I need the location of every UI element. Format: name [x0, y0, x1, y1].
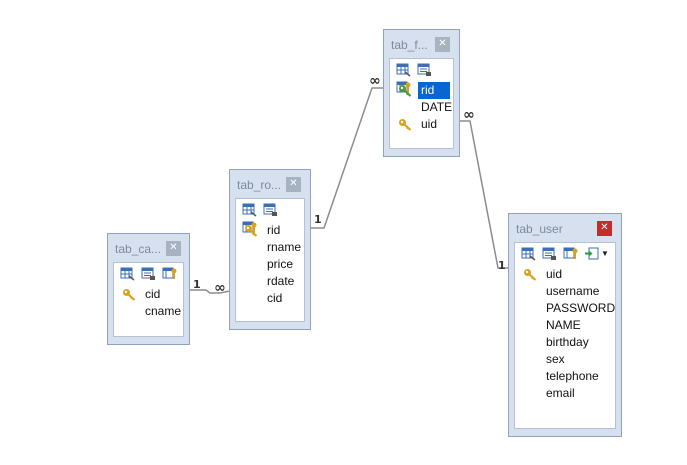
field-name: cid — [267, 291, 283, 305]
cardinality-label: 1 — [314, 213, 322, 226]
table-name: tab_f... — [391, 38, 428, 52]
field-row[interactable]: email — [521, 385, 613, 402]
cardinality-label: ∞ — [369, 73, 381, 89]
field-row[interactable]: telephone — [521, 368, 613, 385]
primary-key-icon — [523, 268, 537, 281]
field-list: rid rname price rdate cid — [242, 222, 302, 307]
field-row[interactable]: uid — [396, 116, 451, 133]
table-card-route[interactable]: tab_ro... ✕ rid rname price rdate cid — [229, 169, 311, 330]
table-toolbar — [242, 202, 304, 233]
field-name: birthday — [546, 335, 589, 349]
field-name: cid — [145, 287, 161, 301]
grid-view-icon[interactable] — [242, 202, 257, 217]
cardinality-label: ∞ — [463, 107, 475, 123]
table-card-category[interactable]: tab_ca... ✕ cid cname — [107, 233, 190, 345]
field-name: telephone — [546, 369, 599, 383]
field-row[interactable]: rid — [242, 222, 302, 239]
field-name: rname — [267, 240, 302, 254]
field-row[interactable]: rdate — [242, 273, 302, 290]
field-row[interactable]: rname — [242, 239, 302, 256]
table-toolbar: ▼ — [521, 246, 609, 262]
dropdown-arrow-icon[interactable]: ▼ — [601, 249, 609, 258]
field-name: sex — [546, 352, 565, 366]
field-name: DATE — [421, 100, 453, 114]
close-icon[interactable]: ✕ — [597, 221, 612, 236]
link-category-route[interactable] — [190, 289, 231, 294]
close-icon[interactable]: ✕ — [286, 177, 301, 192]
table-title-bar[interactable]: tab_f... ✕ — [384, 30, 459, 58]
cardinality-label: ∞ — [214, 280, 226, 296]
primary-key-icon — [398, 118, 412, 131]
grid-view-icon[interactable] — [521, 246, 536, 261]
table-toolbar — [120, 266, 183, 282]
field-list: cid cname — [120, 286, 181, 320]
field-row[interactable]: NAME — [521, 317, 613, 334]
field-name: PASSWORD — [546, 301, 616, 315]
field-list-icon[interactable] — [542, 246, 557, 261]
cardinality-label: 1 — [193, 278, 201, 291]
field-name: username — [546, 284, 600, 298]
field-name: NAME — [546, 318, 581, 332]
close-icon[interactable]: ✕ — [166, 241, 181, 256]
field-name: rid — [418, 82, 451, 99]
field-row[interactable]: cname — [120, 303, 181, 320]
cardinality-label: 1 — [498, 259, 506, 272]
field-row[interactable]: price — [242, 256, 302, 273]
field-row[interactable]: DATE — [396, 99, 452, 116]
table-toolbar — [396, 62, 453, 93]
field-list-icon[interactable] — [141, 266, 156, 281]
field-row[interactable]: sex — [521, 351, 613, 368]
table-title-bar[interactable]: tab_ro... ✕ — [230, 170, 310, 198]
grid-view-icon[interactable] — [396, 62, 411, 77]
table-name: tab_ca... — [115, 242, 162, 256]
table-title-bar[interactable]: tab_ca... ✕ — [108, 234, 189, 262]
field-name: uid — [421, 117, 438, 131]
field-row[interactable]: PASSWORD — [521, 300, 615, 317]
link-favorite-user[interactable] — [460, 120, 509, 269]
table-title-bar[interactable]: tab_user ✕ — [509, 214, 621, 242]
primary-key-icon — [244, 224, 258, 237]
table-body: rid rname price rdate cid — [235, 198, 305, 322]
field-name: price — [267, 257, 294, 271]
field-list-icon[interactable] — [263, 202, 278, 217]
field-row[interactable]: cid — [120, 286, 181, 303]
field-name: rdate — [267, 274, 295, 288]
table-name: tab_user — [516, 222, 563, 236]
field-name: rid — [267, 223, 281, 237]
table-name: tab_ro... — [237, 178, 282, 192]
key-list-icon[interactable] — [162, 266, 177, 281]
field-row[interactable]: username — [521, 283, 613, 300]
close-icon[interactable]: ✕ — [435, 37, 450, 52]
field-list-icon[interactable] — [417, 62, 432, 77]
link-route-favorite[interactable] — [311, 87, 384, 229]
field-name: email — [546, 386, 575, 400]
field-row[interactable]: cid — [242, 290, 302, 307]
foreign-key-icon — [398, 84, 412, 97]
field-row[interactable]: rid — [396, 82, 451, 99]
import-icon[interactable] — [584, 246, 599, 261]
table-body: cid cname — [113, 262, 184, 337]
field-name: uid — [546, 267, 563, 281]
field-row[interactable]: birthday — [521, 334, 613, 351]
field-row[interactable]: uid — [521, 266, 613, 283]
primary-key-icon — [122, 288, 136, 301]
key-list-icon[interactable] — [563, 246, 578, 261]
grid-view-icon[interactable] — [120, 266, 135, 281]
field-name: cname — [145, 304, 182, 318]
